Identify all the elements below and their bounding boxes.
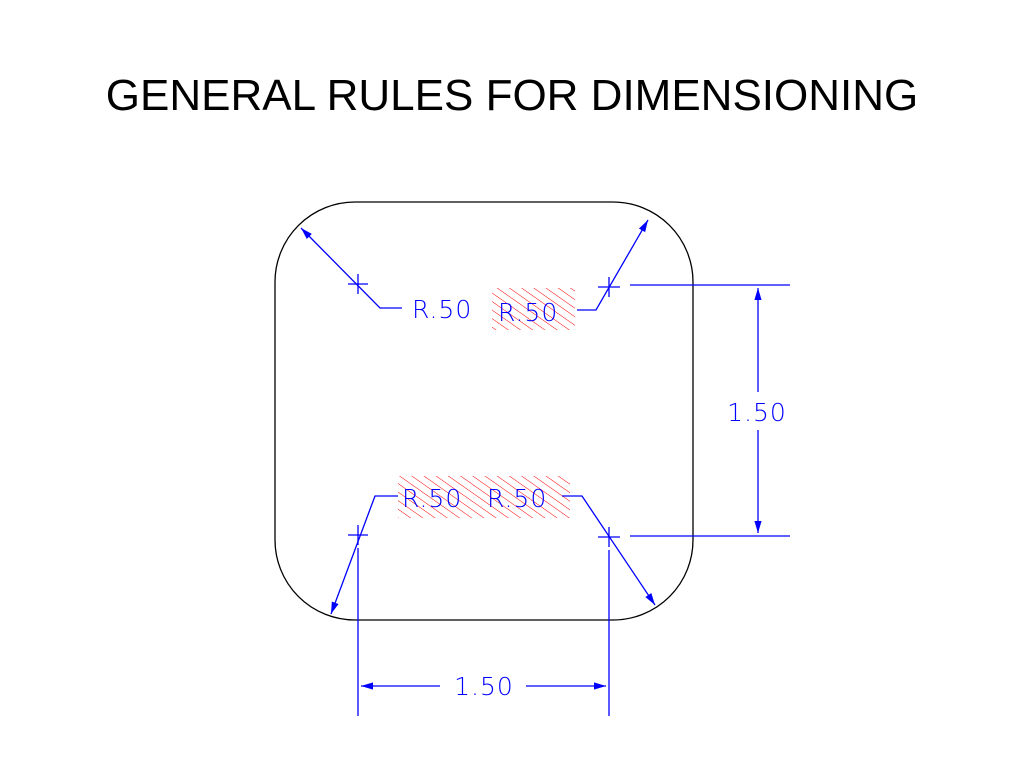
- radius-leader-top-left: [300, 227, 402, 309]
- slide-title: GENERAL RULES FOR DIMENSIONING: [105, 71, 919, 120]
- hatch-region-top: [492, 288, 575, 330]
- radius-label-top-right: R.50: [498, 298, 558, 327]
- radius-leader-top-right: [577, 219, 649, 311]
- radius-leader-bottom-left: [330, 495, 398, 615]
- vertical-dimension-label: 1.50: [727, 398, 787, 427]
- horizontal-dimension-label: 1.50: [454, 672, 514, 701]
- center-mark-top-left: [348, 274, 368, 294]
- part-outline: [274, 201, 694, 621]
- radius-label-bottom-left: R.50: [402, 484, 462, 513]
- radius-label-bottom-right: R.50: [487, 484, 547, 513]
- radius-label-top-left: R.50: [412, 295, 472, 324]
- radius-leader-bottom-right: [562, 495, 656, 606]
- hatch-region-bottom: [398, 476, 570, 518]
